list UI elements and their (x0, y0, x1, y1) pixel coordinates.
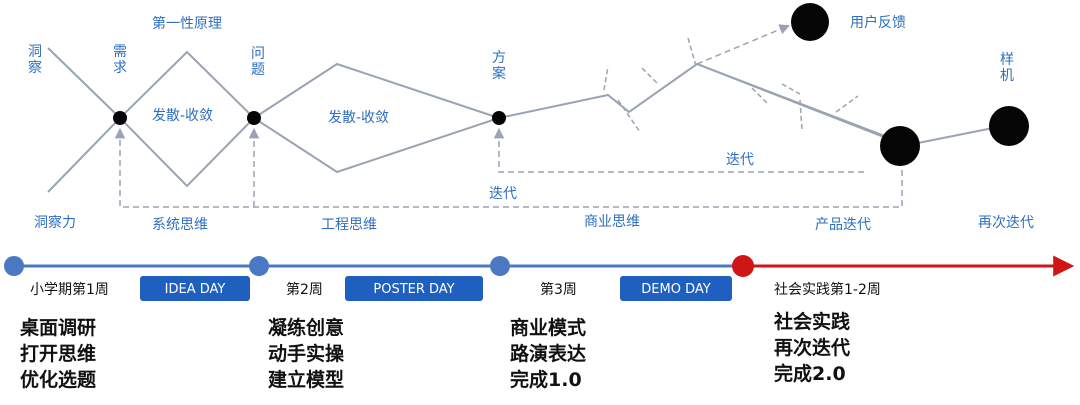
task-1-1: 桌面调研 (20, 316, 96, 339)
iterate-lower-label: 迭代 (489, 186, 517, 202)
engineering-thinking-label: 工程思维 (321, 217, 377, 233)
product-iteration-label: 产品迭代 (815, 217, 871, 233)
idea-day-pill (140, 276, 250, 301)
tick-3 (641, 67, 659, 85)
idea-day-pill-label: IDEA DAY (165, 282, 226, 297)
task-2-1: 凝练创意 (268, 316, 344, 339)
poster-day-pill (345, 276, 483, 301)
task-4-3: 完成2.0 (774, 362, 846, 385)
demo-day-pill-label: DEMO DAY (641, 282, 710, 297)
tick-6 (781, 83, 801, 95)
diverge-converge-label-2: 发散-收敛 (328, 110, 389, 126)
lower-iteration-arrow (114, 127, 903, 208)
week-labels: 小学期第1周 第2周 第3周 社会实践第1-2周 (30, 281, 881, 298)
week-label-1: 小学期第1周 (30, 281, 109, 298)
task-2-2: 动手实操 (268, 342, 345, 365)
insight-cross-line-b (47, 117, 121, 193)
task-3-3: 完成1.0 (510, 368, 582, 391)
solution-iteration-path (498, 62, 909, 146)
product-iteration-node (880, 126, 920, 166)
task-1-2: 打开思维 (20, 342, 96, 365)
tick-7 (799, 99, 803, 131)
problem-vertical-label: 问题 (251, 46, 265, 78)
nodes (113, 3, 1029, 166)
tick-8 (835, 95, 859, 113)
diagram-labels: 第一性原理 洞察 需求 问题 方案 样机 发散-收敛 发散-收敛 用户反馈 迭代… (28, 14, 1034, 233)
prototype-node (989, 106, 1029, 146)
upper-iteration-arrow (493, 127, 864, 173)
systems-thinking-label: 系统思维 (152, 217, 208, 233)
user-feedback-node (791, 3, 829, 41)
task-4-1: 社会实践 (773, 310, 850, 333)
task-4-2: 再次迭代 (774, 336, 850, 359)
task-lists: 桌面调研 打开思维 优化选题 凝练创意 动手实操 建立模型 商业模式 路演表达 … (20, 310, 850, 391)
prototype-arrow (696, 63, 915, 151)
insight-vertical-label: 洞察 (28, 44, 42, 76)
timeline (4, 255, 1075, 277)
user-feedback-arrow (696, 24, 790, 65)
iterate-upper-label: 迭代 (726, 152, 754, 168)
task-1-3: 优化选题 (20, 368, 96, 391)
tick-1 (603, 65, 609, 91)
business-thinking-label: 商业思维 (584, 214, 640, 230)
first-principles-label: 第一性原理 (152, 15, 222, 32)
timeline-dot-2 (249, 256, 269, 276)
week-label-3: 第3周 (540, 281, 577, 298)
solution-vertical-label: 方案 (492, 50, 506, 82)
tick-2 (617, 99, 641, 133)
timeline-dot-1 (4, 256, 24, 276)
diverge-converge-label-1: 发散-收敛 (152, 108, 213, 124)
demo-day-pill (620, 276, 732, 301)
tick-5 (751, 87, 769, 105)
milestone-pills: IDEA DAY POSTER DAY DEMO DAY (140, 276, 732, 301)
user-feedback-label: 用户反馈 (850, 14, 906, 31)
task-2-3: 建立模型 (268, 368, 344, 391)
task-3-2: 路演表达 (510, 342, 586, 365)
week-label-4: 社会实践第1-2周 (774, 281, 881, 298)
timeline-dot-3 (490, 256, 510, 276)
solution-node (492, 111, 506, 125)
dashed-arrows (114, 24, 903, 208)
timeline-dot-4 (732, 255, 754, 277)
insight-cross-line-a (47, 47, 121, 119)
task-3-1: 商业模式 (510, 316, 586, 339)
need-node (113, 111, 127, 125)
tick-4 (687, 37, 697, 67)
week-label-2: 第2周 (286, 281, 323, 298)
insight-power-label: 洞察力 (34, 214, 76, 231)
re-iteration-label: 再次迭代 (978, 215, 1034, 231)
branch-ticks (603, 37, 859, 133)
need-vertical-label: 需求 (113, 44, 127, 76)
prototype-vertical-label: 样机 (1000, 52, 1014, 84)
problem-node (247, 111, 261, 125)
poster-day-pill-label: POSTER DAY (373, 282, 454, 297)
